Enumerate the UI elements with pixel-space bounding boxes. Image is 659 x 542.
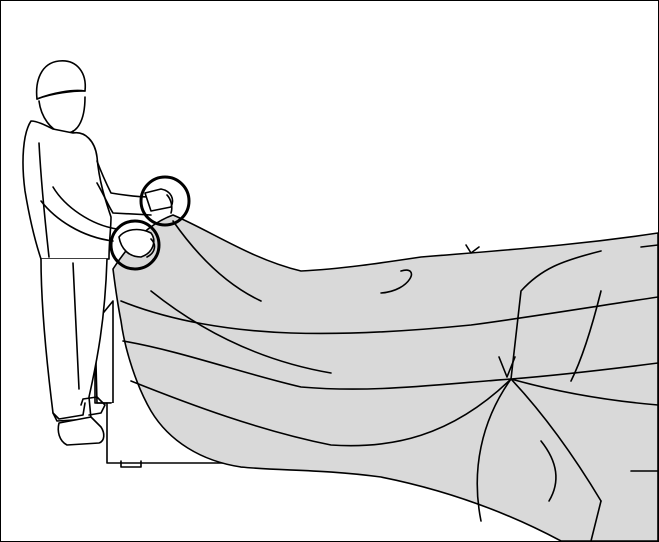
person-icon (22, 60, 152, 446)
hands-icon (118, 188, 174, 258)
upper-hand-grip-icon (139, 175, 191, 227)
lower-hand-grip-icon (109, 219, 161, 271)
cover-fabric-icon (112, 214, 658, 541)
